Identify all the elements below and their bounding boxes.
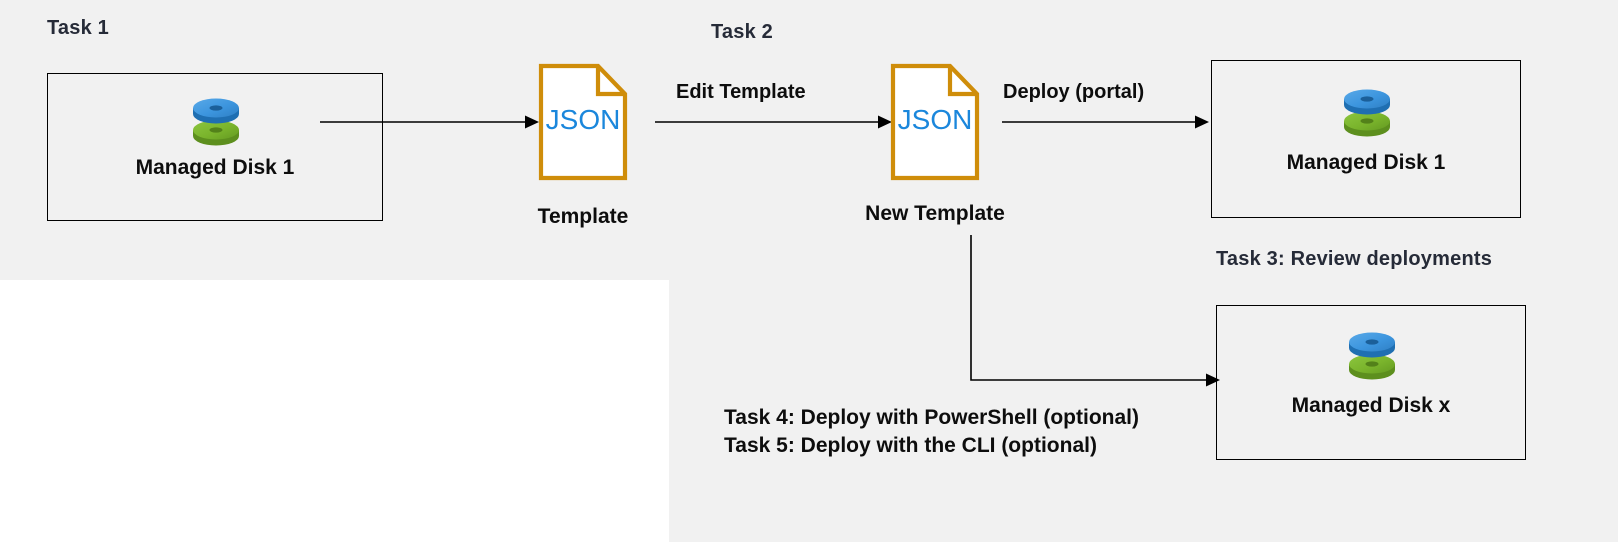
task-1-heading: Task 1 [47,17,109,39]
managed-disk-x-box: Managed Disk x [1216,305,1526,460]
edit-template-arrow [655,108,893,136]
json-document-icon-template [538,63,628,181]
json-label-new-template: JSON [897,104,973,135]
managed-disk-1-source-caption: Managed Disk 1 [135,156,295,179]
deploy-portal-arrow [1002,108,1210,136]
json-label-template: JSON [545,104,621,135]
task-5-heading: Task 5: Deploy with the CLI (optional) [724,434,1097,457]
deploy-scripted-arrow [963,235,1221,400]
export-template-arrow [320,108,540,136]
task-4-heading: Task 4: Deploy with PowerShell (optional… [724,406,1139,429]
template-caption: Template [537,205,629,228]
managed-disk-icon [1337,83,1397,139]
managed-disk-x-caption: Managed Disk x [1291,394,1451,417]
managed-disk-1-deployed-caption: Managed Disk 1 [1286,151,1446,174]
managed-disk-1-deployed-box: Managed Disk 1 [1211,60,1521,218]
deploy-portal-label: Deploy (portal) [1003,81,1145,103]
new-template-caption: New Template [865,202,1005,225]
task-2-heading: Task 2 [711,21,773,43]
managed-disk-icon [186,92,246,148]
managed-disk-icon [1342,326,1402,382]
task-3-heading: Task 3: Review deployments [1216,248,1493,270]
json-document-icon-new-template [890,63,980,181]
edit-template-label: Edit Template [676,81,806,103]
task2-panel-background [669,0,1618,542]
managed-disk-1-source-box: Managed Disk 1 [47,73,383,221]
